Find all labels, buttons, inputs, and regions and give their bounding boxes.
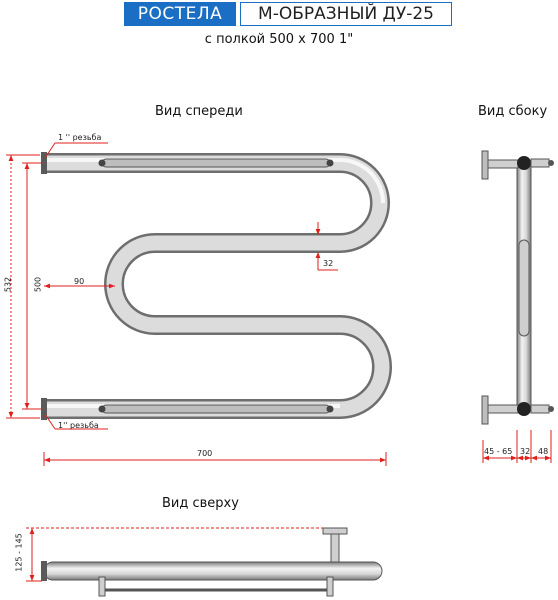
front-view-label: Вид спереди: [155, 104, 243, 119]
top-view: [41, 527, 383, 597]
model-subtitle: с полкой 500 х 700 1": [204, 32, 354, 47]
top-dimensions: [26, 527, 325, 582]
model-title: М-ОБРАЗНЫЙ ДУ-25: [240, 2, 452, 26]
side-view-label: Вид сбоку: [478, 104, 548, 119]
top-view-label: Вид сверху: [162, 496, 239, 511]
side-dimensions: [482, 430, 552, 463]
side-view: [481, 150, 554, 425]
side-right-label: 48: [538, 447, 549, 456]
height-centers-label: 500: [33, 276, 43, 293]
thread-bottom-label: 1'' резьба: [58, 421, 99, 430]
thread-top-label: 1 '' резьба: [58, 133, 102, 142]
top-depth-label: 125 - 145: [14, 533, 24, 572]
brand-badge: РОСТЕЛА: [124, 2, 236, 26]
front-dimensions: [6, 142, 387, 466]
height-total-label: 532: [3, 276, 13, 293]
side-mid-label: 32: [520, 447, 531, 456]
side-wall-label: 45 - 65: [484, 447, 513, 456]
width-label: 700: [197, 449, 213, 458]
gap-label: 32: [323, 259, 334, 268]
offset-left-label: 90: [74, 277, 85, 286]
